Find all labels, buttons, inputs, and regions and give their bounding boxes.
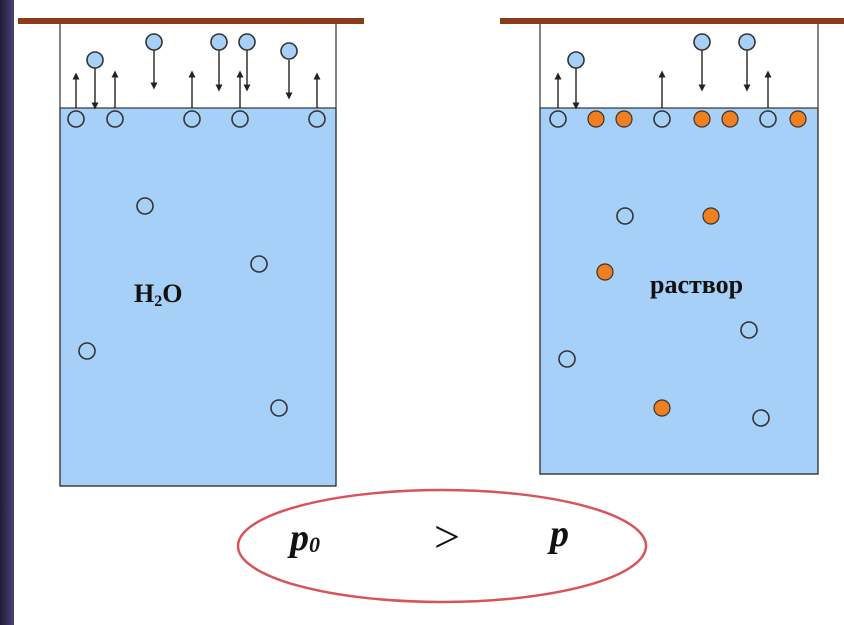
- solution-bulk-solute: [596, 207, 720, 417]
- vapor-pressure-diagram: [18, 18, 844, 604]
- solution-surface-solute: [587, 110, 807, 128]
- solution-pressure: p: [550, 513, 569, 555]
- vapor-molecule: [693, 33, 711, 51]
- vapor-molecule: [567, 51, 585, 69]
- solute-molecule: [721, 110, 739, 128]
- solute-molecule: [615, 110, 633, 128]
- solvent-surface-molecules: [67, 110, 326, 128]
- solvent-molecule: [616, 207, 634, 225]
- solvent-molecule: [78, 342, 96, 360]
- vapor-molecule: [238, 33, 256, 51]
- vessel-solution-walls: [539, 24, 819, 475]
- solution-surface-solvent: [549, 110, 777, 128]
- solvent-molecule: [106, 110, 124, 128]
- evaporation-arrows: [72, 70, 321, 108]
- vessel-solution: [500, 18, 844, 475]
- solvent-molecule: [549, 110, 567, 128]
- solvent-molecule: [558, 350, 576, 368]
- solvent-molecule: [250, 255, 268, 273]
- solvent-molecule: [308, 110, 326, 128]
- vapor-molecule: [86, 51, 104, 69]
- solute-molecule: [653, 399, 671, 417]
- vessel-solvent-lid: [18, 18, 364, 24]
- solvent-molecule: [67, 110, 85, 128]
- vessel-solvent: [18, 18, 364, 487]
- solvent-molecule: [740, 321, 758, 339]
- solvent-vapor-molecules: [86, 33, 298, 110]
- solvent-bulk-molecules: [78, 197, 288, 417]
- greater-than-sign: >: [434, 511, 460, 562]
- solute-molecule: [702, 207, 720, 225]
- pure-solvent-pressure: p0: [290, 517, 320, 559]
- solution-label: раствор: [650, 270, 744, 299]
- solvent-molecule: [231, 110, 249, 128]
- solvent-molecule: [183, 110, 201, 128]
- solution-bulk-solvent: [558, 207, 770, 427]
- solvent-molecule: [752, 409, 770, 427]
- solute-molecule: [587, 110, 605, 128]
- solvent-molecule: [653, 110, 671, 128]
- solvent-molecule: [270, 399, 288, 417]
- solution-vapor-molecules: [567, 33, 756, 110]
- vessel-solvent-walls: [59, 24, 337, 487]
- diagram-stage: H2O раствор p0 > p: [14, 0, 844, 625]
- solvent-molecule: [136, 197, 154, 215]
- vapor-molecule: [738, 33, 756, 51]
- solute-molecule: [693, 110, 711, 128]
- vessel-solution-liquid: [539, 107, 819, 475]
- solute-molecule: [789, 110, 807, 128]
- vessel-solution-lid: [500, 18, 844, 24]
- vapor-molecule: [145, 33, 163, 51]
- solvent-molecule: [759, 110, 777, 128]
- solution-evaporation-arrows: [554, 70, 772, 108]
- vapor-molecule: [210, 33, 228, 51]
- vessel-solvent-liquid: [59, 107, 337, 487]
- vapor-molecule: [280, 42, 298, 60]
- left-frame-bar: [0, 0, 14, 625]
- solvent-label: H2O: [134, 279, 183, 310]
- solute-molecule: [596, 263, 614, 281]
- comparison-ellipse: [236, 488, 648, 604]
